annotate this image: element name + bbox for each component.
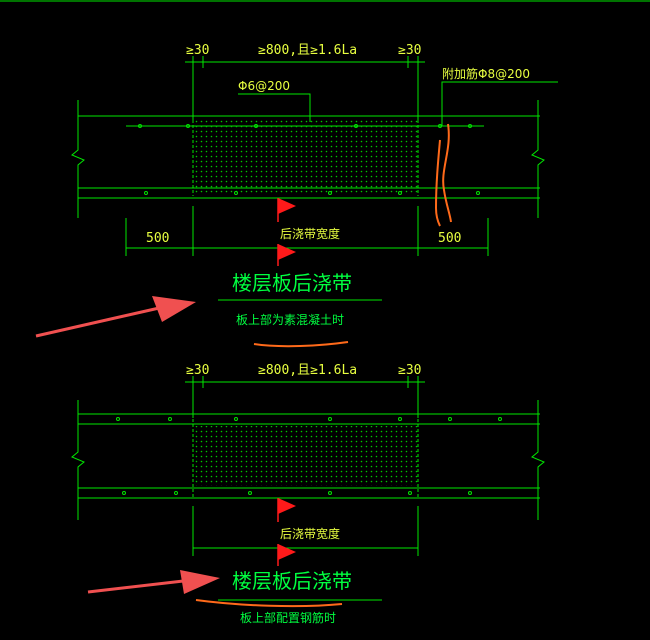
top-extra-rebar-leader: [441, 81, 558, 126]
bottom-flag-icon-2: [278, 544, 296, 560]
top-dim-right: ≥30: [398, 43, 421, 58]
top-dim-left: ≥30: [186, 43, 209, 58]
bottom-width-label: 后浇带宽度: [280, 526, 340, 541]
bottom-post-pour-band: [193, 426, 418, 486]
top-flag-icon-1: [278, 198, 296, 214]
top-extra-rebar-label: 附加筋Φ8@200: [442, 66, 530, 81]
bottom-detail: ≥30 ≥800,且≥1.6La ≥30 后浇带宽度 楼层板后浇带: [71, 363, 545, 625]
bottom-arrow-icon: [180, 570, 220, 594]
top-arrow-icon: [152, 296, 196, 322]
top-width-label: 后浇带宽度: [280, 226, 340, 241]
bottom-subtitle: 板上部配置钢筋时: [240, 610, 336, 625]
bottom-markup-underline: [195, 599, 343, 608]
bottom-dim-left: ≥30: [186, 363, 209, 378]
top-detail: ≥30 ≥800,且≥1.6La ≥30 Φ6@200 附加筋Φ8@200: [35, 43, 558, 348]
top-subtitle: 板上部为素混凝土时: [236, 312, 344, 327]
top-rebar-leader: [238, 93, 311, 122]
bottom-flag-icon-1: [278, 498, 296, 514]
bottom-title: 楼层板后浇带: [232, 569, 352, 593]
top-dim-mid: ≥800,且≥1.6La: [258, 43, 357, 58]
top-dim-500-right: 500: [438, 231, 461, 246]
top-arrow-shaft: [35, 304, 169, 338]
top-flag-icon-2: [278, 244, 296, 260]
top-markup-underline: [253, 341, 349, 348]
top-dim-500-left: 500: [146, 231, 169, 246]
bottom-dim-right: ≥30: [398, 363, 421, 378]
top-markup-stroke-2: [434, 139, 441, 227]
top-post-pour-band: [193, 120, 418, 194]
bottom-dim-mid: ≥800,且≥1.6La: [258, 363, 357, 378]
top-title: 楼层板后浇带: [232, 271, 352, 295]
top-markup-stroke-1: [442, 123, 452, 223]
bottom-arrow-shaft: [87, 578, 193, 594]
top-rebar-label: Φ6@200: [238, 79, 290, 93]
